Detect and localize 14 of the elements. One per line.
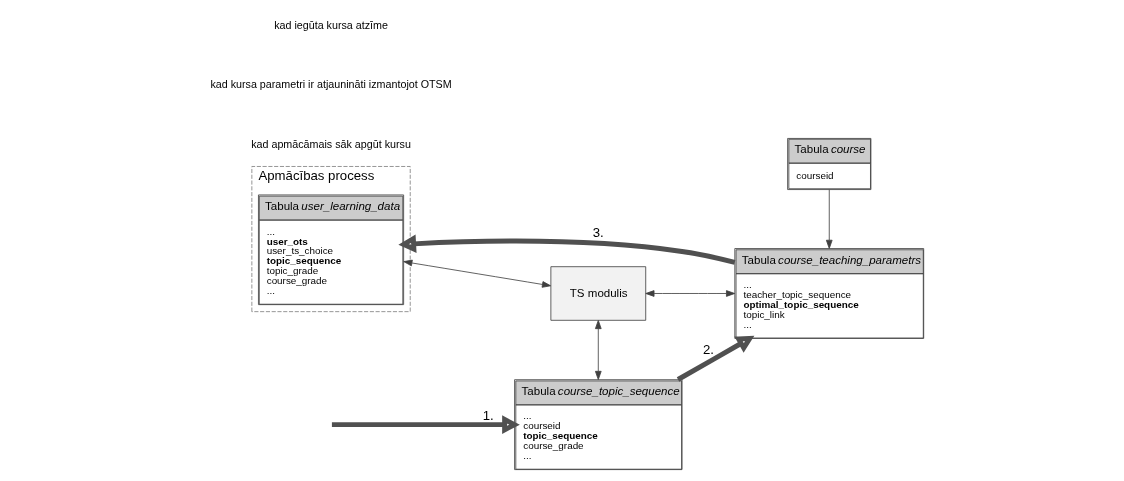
arrow [676, 335, 755, 382]
label: kad apmācāmais sāk apgūt kursu [251, 137, 411, 150]
arrow [595, 320, 602, 380]
edge-label: 3. [592, 225, 604, 241]
arrow [825, 189, 833, 249]
arrow [645, 290, 736, 297]
label: kad iegūta kursa atzīme [274, 19, 388, 32]
label: kad kursa parametri ir atjaunināti izmantojot OTSM [210, 78, 452, 91]
arrow [403, 259, 552, 288]
arrow [398, 234, 736, 265]
edge-label: 2. [702, 342, 714, 358]
node-box: TS modulis [550, 266, 647, 321]
edge-label: 1. [482, 408, 494, 424]
arrow [331, 415, 520, 434]
